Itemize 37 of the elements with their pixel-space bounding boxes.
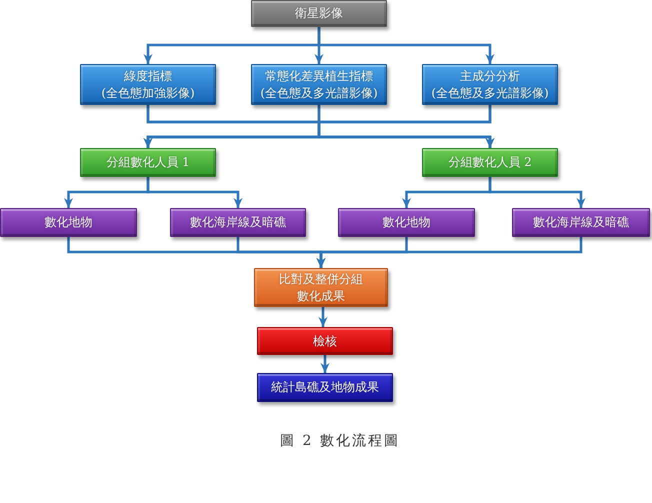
connector-arrow bbox=[488, 177, 586, 208]
box-label: 分組數化人員 1 bbox=[106, 154, 190, 171]
box-label: (全色態加強影像) bbox=[101, 84, 195, 102]
process-box bbox=[422, 64, 558, 105]
connector-arrow bbox=[320, 355, 330, 373]
process-box bbox=[422, 148, 558, 177]
process-box bbox=[170, 208, 306, 237]
process-box bbox=[338, 208, 475, 237]
connector-arrow bbox=[144, 105, 494, 148]
process-box bbox=[80, 64, 216, 105]
box-label: 衛星影像 bbox=[295, 5, 343, 22]
box-label: 主成分分析 bbox=[460, 68, 520, 84]
box-label: 綠度指標 bbox=[124, 68, 172, 84]
box-label: 數化地物 bbox=[44, 214, 92, 231]
box-label: 分組數化人員 2 bbox=[448, 154, 532, 171]
box-label: 比對及整併分組數化成果 bbox=[278, 270, 364, 304]
connector-arrow bbox=[146, 177, 242, 208]
box-label: 數化海岸線及暗礁 bbox=[190, 214, 286, 231]
box-label: (全色態及多光譜影像) bbox=[260, 84, 378, 102]
box-label: (全色態及多光譜影像) bbox=[431, 84, 549, 102]
box-label: 常態化差異植生指標 bbox=[265, 68, 373, 84]
box-label: 數化海岸線及暗礁 bbox=[533, 214, 629, 231]
process-box bbox=[251, 64, 387, 105]
process-box bbox=[251, 0, 387, 27]
process-box bbox=[257, 327, 393, 355]
figure-caption: 圖 2 數化流程圖 bbox=[279, 432, 401, 450]
process-box bbox=[257, 373, 393, 402]
box-label: 數化地物 bbox=[382, 214, 430, 231]
process-box bbox=[0, 208, 137, 237]
connector-arrow bbox=[316, 237, 582, 268]
process-box bbox=[254, 268, 388, 307]
box-label: 檢核 bbox=[313, 332, 337, 350]
process-box bbox=[512, 208, 650, 237]
connector-arrow bbox=[318, 307, 328, 327]
connector-arrow bbox=[318, 27, 494, 64]
box-label: 統計島礁及地物成果 bbox=[271, 379, 379, 396]
process-box bbox=[80, 148, 216, 177]
